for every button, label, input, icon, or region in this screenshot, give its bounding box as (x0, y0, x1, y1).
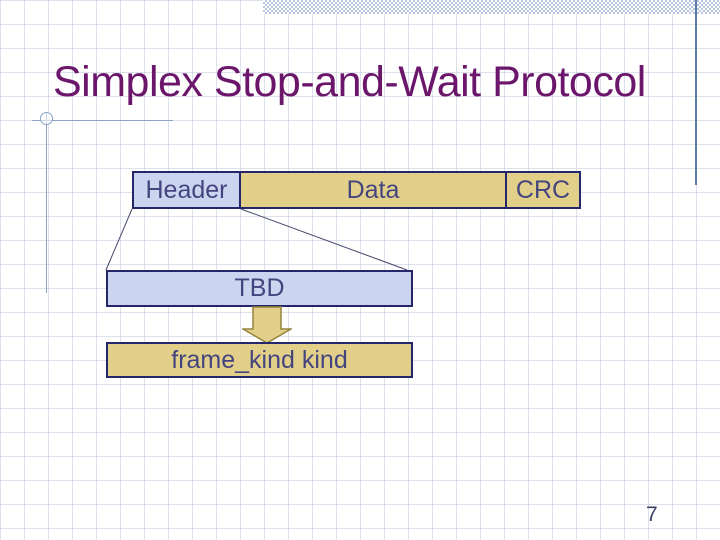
compass-circle-ornament-icon (40, 112, 53, 125)
crc-box: CRC (505, 171, 581, 209)
right-accent-line (695, 0, 697, 185)
frame-kind-box: frame_kind kind (106, 342, 413, 378)
left-vertical-line (46, 112, 47, 293)
top-checker-band (263, 0, 720, 14)
header-expansion-lines (105, 208, 408, 271)
title-underline (32, 120, 173, 121)
header-box: Header (132, 171, 241, 209)
slide-title: Simplex Stop-and-Wait Protocol (53, 58, 646, 106)
data-box: Data (239, 171, 507, 209)
tbd-box: TBD (106, 270, 413, 307)
page-number: 7 (646, 503, 658, 526)
down-arrow-icon (242, 306, 292, 344)
